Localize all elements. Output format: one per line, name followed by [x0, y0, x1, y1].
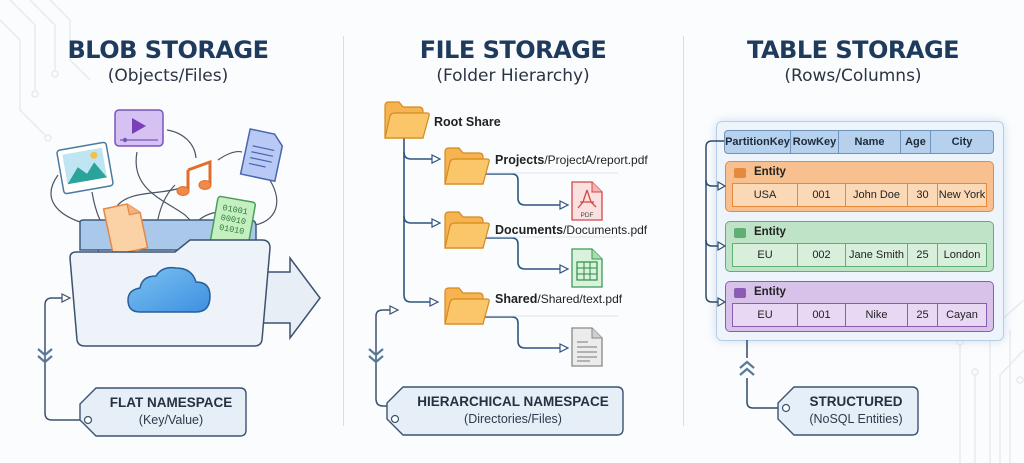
cell: USA	[733, 184, 798, 206]
cell: Jane Smith	[846, 244, 908, 266]
hierarchical-namespace-label: HIERARCHICAL NAMESPACE (Directories/File…	[403, 385, 623, 437]
spreadsheet-file-icon	[571, 248, 603, 288]
table-header-row: PartitionKey RowKey Name Age City	[724, 130, 994, 154]
entity-label: Entity	[754, 226, 786, 238]
file-icon	[102, 203, 149, 256]
cloud-icon	[127, 266, 211, 313]
cell: 30	[908, 184, 938, 206]
flat-namespace-tag	[79, 387, 247, 437]
tag-subtitle: (Directories/Files)	[464, 412, 562, 426]
tag-subtitle: (Key/Value)	[138, 413, 204, 427]
folder-path-documents: Documents/Documents.pdf	[495, 223, 648, 237]
tag-subtitle: (NoSQL Entities)	[809, 412, 903, 426]
svg-text:01001: 01001	[222, 203, 249, 217]
folder-icon	[444, 211, 490, 249]
blob-storage-title: BLOB STORAGE	[67, 36, 270, 64]
blob-storage-subtitle: (Objects/Files)	[107, 66, 229, 86]
header-cell: Age	[901, 131, 931, 153]
cell: London	[943, 249, 981, 261]
svg-text:01010: 01010	[218, 223, 245, 237]
column-divider	[343, 36, 344, 426]
cell: Nike	[846, 304, 908, 326]
folder-path-shared: Shared/Shared/text.pdf	[495, 292, 623, 306]
table-icon	[734, 288, 746, 298]
cell: EU	[733, 304, 798, 326]
column-divider	[683, 36, 684, 426]
double-chevron-up-icon	[739, 360, 755, 376]
entity-label: Entity	[754, 286, 786, 298]
cell: 001	[798, 184, 846, 206]
root-share-label: Root Share	[434, 115, 501, 129]
pdf-file-icon: PDF	[571, 181, 603, 221]
cell: Cayan	[946, 309, 978, 321]
text-file-icon	[571, 327, 603, 367]
double-chevron-down-icon	[37, 348, 53, 364]
cell: 002	[798, 244, 846, 266]
header-cell: RowKey	[791, 131, 839, 153]
header-cell: City	[951, 136, 973, 148]
entity-row: Entity EU 002 Jane Smith 25 London	[725, 221, 994, 272]
hierarchical-namespace-tag	[386, 386, 624, 436]
entity-label: Entity	[754, 166, 786, 178]
cell: John Doe	[846, 184, 908, 206]
double-chevron-down-icon	[368, 348, 384, 364]
svg-text:00010: 00010	[220, 213, 247, 227]
file-storage-subtitle: (Folder Hierarchy)	[436, 66, 590, 86]
cell: 001	[798, 304, 846, 326]
table-storage-title: TABLE STORAGE	[746, 36, 960, 64]
cell: EU	[733, 244, 798, 266]
tag-title: STRUCTURED	[809, 394, 903, 409]
flat-namespace-label: FLAT NAMESPACE (Key/Value)	[96, 386, 246, 438]
tag-title: FLAT NAMESPACE	[109, 395, 233, 410]
video-icon	[114, 109, 164, 147]
table-icon	[734, 168, 746, 178]
svg-text:PDF: PDF	[581, 212, 594, 219]
tag-title: HIERARCHICAL NAMESPACE	[417, 394, 609, 409]
cell: New York	[938, 189, 986, 201]
binary-file-icon: 01001 00010 01010	[209, 195, 256, 251]
table-connector	[705, 140, 727, 308]
folder-path-projects: Projects/ProjectA/report.pdf	[495, 153, 648, 167]
folder-icon	[444, 147, 490, 185]
image-icon	[56, 141, 114, 195]
table-storage-subtitle: (Rows/Columns)	[784, 66, 922, 86]
entity-row: Entity EU 001 Nike 25 Cayan	[725, 281, 994, 332]
root-folder-icon	[384, 101, 430, 139]
header-cell: PartitionKey	[725, 131, 791, 153]
document-icon	[239, 128, 284, 183]
structured-connector	[739, 340, 782, 409]
structured-label: STRUCTURED (NoSQL Entities)	[792, 385, 920, 437]
table-icon	[734, 228, 746, 238]
entity-row: Entity USA 001 John Doe 30 New York	[725, 161, 994, 212]
header-cell: Name	[839, 131, 901, 153]
cell: 25	[908, 304, 938, 326]
cell: 25	[908, 244, 938, 266]
music-icon	[176, 159, 212, 196]
file-tree: PDF	[368, 101, 618, 407]
structured-tag	[777, 386, 919, 436]
blob-illustration: 01001 00010 01010	[37, 109, 321, 421]
folder-icon	[444, 287, 490, 325]
file-storage-title: FILE STORAGE	[419, 36, 607, 64]
